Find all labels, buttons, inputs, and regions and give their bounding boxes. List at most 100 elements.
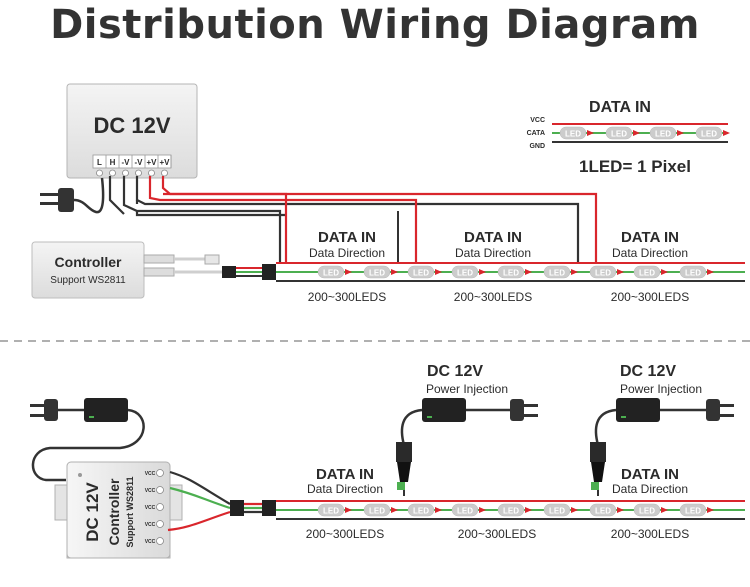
controller-pin-label: VCC: [145, 505, 156, 511]
bottom-controller-voltage: DC 12V: [83, 482, 102, 542]
top-strip-led-label: LED: [457, 269, 473, 278]
top-strip-led-label: LED: [549, 269, 565, 278]
bottom-seg-1-count: 200~300LEDS: [458, 527, 536, 541]
legend-strip-led-label: LED: [701, 130, 717, 139]
psu-terminal-3: -V: [135, 158, 144, 167]
bottom-strip-led-label: LED: [369, 507, 385, 516]
bottom-strip-data-arrow: [617, 507, 624, 513]
bottom-controller: DC 12V Controller Support WS2811 VCC VCC V…: [54, 461, 183, 559]
bottom-strip-data-arrow: [661, 507, 668, 513]
psu-terminal-2: -V: [122, 158, 131, 167]
controller-pin-screw: [156, 469, 164, 477]
bottom-power-adapter: [30, 398, 145, 482]
top-strip-led-label: LED: [595, 269, 611, 278]
bottom-strip-data-arrow: [479, 507, 486, 513]
bottom-strip-led-chip: [543, 503, 571, 517]
top-strip-data-arrow: [525, 269, 532, 275]
bottom-controller-wires: [167, 470, 276, 532]
controller-pin-screw: [156, 486, 164, 494]
bottom-seg-0-data-in: DATA IN: [316, 466, 374, 483]
top-controller: Controller Support WS2811: [31, 241, 276, 299]
top-strip-data-arrow: [617, 269, 624, 275]
bottom-seg-0-count: 200~300LEDS: [306, 527, 384, 541]
bottom-strip-led-label: LED: [549, 507, 565, 516]
bottom-seg-2-count: 200~300LEDS: [611, 527, 689, 541]
psu-terminal-5: +V: [159, 158, 170, 167]
legend-gnd-label: GND: [529, 143, 545, 150]
top-ac-plug-icon: [40, 177, 105, 214]
top-seg-2-data-in: DATA IN: [621, 229, 679, 246]
bottom-strip-led-label: LED: [685, 507, 701, 516]
psu-terminal-1: H: [110, 158, 116, 167]
top-seg-0-direction: Data Direction: [309, 246, 385, 260]
bottom-strip-led-label: LED: [413, 507, 429, 516]
top-strip-data-arrow: [391, 269, 398, 275]
top-seg-2-count: 200~300LEDS: [611, 290, 689, 304]
bottom-strip-led-chip: [407, 503, 435, 517]
top-strip-data-arrow: [435, 269, 442, 275]
top-strip-led-chip: [363, 265, 391, 279]
top-seg-0-count: 200~300LEDS: [308, 290, 386, 304]
top-strip-led-label: LED: [639, 269, 655, 278]
injection-1-label: Power Injection: [426, 382, 508, 396]
bottom-controller-support: Support WS2811: [125, 476, 135, 547]
legend-data-in: DATA IN: [589, 99, 651, 116]
bottom-strip-led-label: LED: [323, 507, 339, 516]
top-seg-2-direction: Data Direction: [612, 246, 688, 260]
legend-strip-data-arrow: [723, 130, 730, 136]
controller-pin-screw: [156, 537, 164, 545]
controller-pin-screw: [156, 503, 164, 511]
bottom-strip-led-label: LED: [457, 507, 473, 516]
top-seg-1-direction: Data Direction: [455, 246, 531, 260]
legend-strip-led-chip: [695, 126, 723, 140]
bottom-seg-0-direction: Data Direction: [307, 482, 383, 496]
top-strip-led-chip: [451, 265, 479, 279]
power-injection-2: DC 12V Power Injection: [590, 363, 734, 496]
top-strip-data-arrow: [479, 269, 486, 275]
top-strip-data-arrow: [707, 269, 714, 275]
top-strip-led-chip: [407, 265, 435, 279]
top-strip-led-chip: [543, 265, 571, 279]
bottom-strip-data-arrow: [525, 507, 532, 513]
bottom-strip-led-chip: [633, 503, 661, 517]
psu-terminal-screw: [135, 169, 142, 177]
pixel-note: 1LED= 1 Pixel: [579, 157, 691, 176]
injection-1-voltage: DC 12V: [427, 363, 483, 380]
bottom-seg-2-direction: Data Direction: [612, 482, 688, 496]
bottom-strip-led-chip: [317, 503, 345, 517]
top-strip-led-chip: [589, 265, 617, 279]
top-strip-data-arrow: [571, 269, 578, 275]
psu-voltage-label: DC 12V: [93, 113, 170, 138]
bottom-strip-led-chip: [451, 503, 479, 517]
bottom-controller-name: Controller: [106, 478, 122, 545]
controller-pin-label: VCC: [145, 471, 156, 477]
injection-2-label: Power Injection: [620, 382, 702, 396]
top-strip-led-label: LED: [323, 269, 339, 278]
page-title: Distribution Wiring Diagram: [50, 2, 700, 48]
top-strip-led-chip: [633, 265, 661, 279]
bottom-seg-2-data-in: DATA IN: [621, 466, 679, 483]
bottom-strip-led-label: LED: [595, 507, 611, 516]
top-controller-support: Support WS2811: [50, 275, 126, 286]
top-strip-led-chip: [497, 265, 525, 279]
top-strip-led-chip: [317, 265, 345, 279]
controller-pin-label: VCC: [145, 522, 156, 528]
bottom-strip-data-arrow: [345, 507, 352, 513]
psu-terminal-0: L: [97, 158, 102, 167]
power-injection-1: DC 12V Power Injection: [396, 363, 538, 496]
bottom-strip-data-arrow: [707, 507, 714, 513]
top-strip-data-arrow: [345, 269, 352, 275]
psu-terminal-screw: [148, 169, 155, 177]
bottom-strip-data-arrow: [435, 507, 442, 513]
psu-terminal-screw: [96, 169, 103, 177]
controller-pin-screw: [156, 520, 164, 528]
controller-pin-label: VCC: [145, 488, 156, 494]
top-seg-1-data-in: DATA IN: [464, 229, 522, 246]
